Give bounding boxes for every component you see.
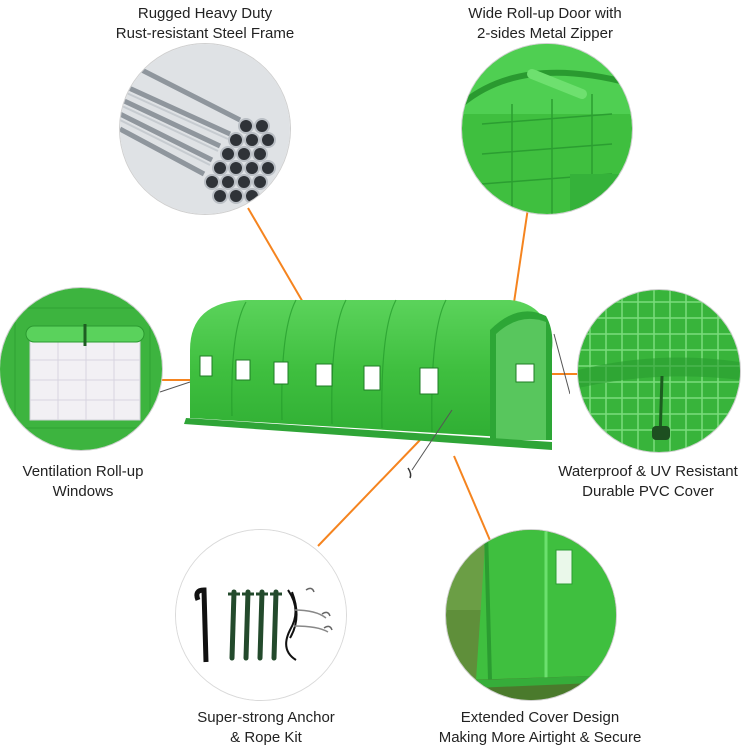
label-frame: Rugged Heavy Duty Rust-resistant Steel F…	[70, 4, 340, 44]
label-frame-line2: Rust-resistant Steel Frame	[115, 25, 295, 42]
label-frame-line1: Rugged Heavy Duty	[137, 5, 273, 22]
ventilation-window-image	[0, 288, 162, 450]
label-window-line1: Ventilation Roll-up	[22, 463, 144, 480]
connector-extended	[453, 455, 493, 546]
connector-anchor	[317, 439, 421, 547]
roll-up-door-image	[462, 44, 632, 214]
label-cover: Waterproof & UV Resistant Durable PVC Co…	[546, 462, 750, 502]
label-anchor: Super-strong Anchor & Rope Kit	[146, 708, 386, 748]
label-anchor-line1: Super-strong Anchor	[197, 709, 335, 726]
label-window: Ventilation Roll-up Windows	[0, 462, 166, 502]
label-extended-line2: Making More Airtight & Secure	[438, 729, 642, 746]
label-door: Wide Roll-up Door with 2-sides Metal Zip…	[410, 4, 680, 44]
greenhouse-illustration	[159, 299, 570, 479]
anchor-rope-kit-image	[176, 530, 346, 700]
extended-cover-image	[446, 530, 616, 700]
label-door-line1: Wide Roll-up Door with	[468, 5, 622, 22]
label-extended-line1: Extended Cover Design	[460, 709, 620, 726]
label-anchor-line2: & Rope Kit	[230, 729, 302, 746]
pvc-cover-image	[578, 290, 740, 452]
label-extended: Extended Cover Design Making More Airtig…	[410, 708, 670, 748]
connector-frame	[247, 207, 305, 305]
label-cover-line2: Durable PVC Cover	[582, 483, 714, 500]
label-cover-line1: Waterproof & UV Resistant	[558, 463, 738, 480]
label-door-line2: 2-sides Metal Zipper	[477, 25, 613, 42]
steel-frame-image	[120, 44, 290, 214]
label-window-line2: Windows	[52, 483, 114, 500]
connector-door	[511, 207, 529, 317]
